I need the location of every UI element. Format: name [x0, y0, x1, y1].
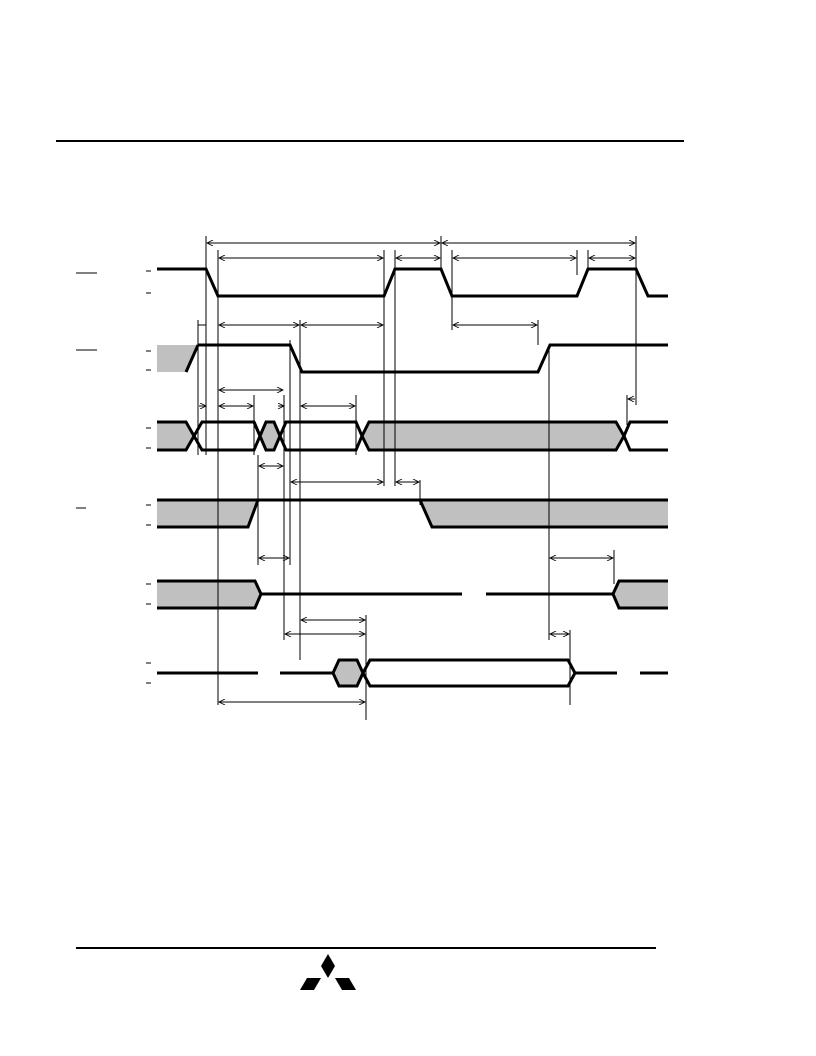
signal-3-bus-mid — [252, 420, 364, 452]
shaded-regions — [157, 345, 668, 686]
dimension-arrows — [198, 243, 635, 702]
signal-6-shade — [333, 660, 363, 686]
signal-1-wave — [157, 267, 668, 298]
signal-3-bus-long-b — [360, 420, 668, 452]
signal-3-bus-long — [360, 420, 668, 452]
signal-4-wave-fall — [418, 499, 668, 529]
signal-4-shade-b — [420, 500, 668, 527]
signal-5-wave-b — [611, 579, 668, 610]
signal-5-shade-a — [157, 581, 261, 608]
signal-6-wave-valid — [361, 658, 577, 688]
signal-3-shade-a — [157, 422, 194, 450]
level-ticks — [146, 270, 151, 684]
signal-label-marks — [76, 272, 97, 509]
signal-4-wave-low — [157, 499, 260, 529]
waveforms — [157, 267, 668, 688]
signal-2-wave-edge — [184, 344, 200, 373]
signal-3-shade-c — [361, 422, 624, 450]
signal-5-shade-b — [613, 581, 668, 608]
signal-2-wave — [198, 343, 668, 374]
signal-3-shade-b — [260, 422, 280, 450]
three-diamond-logo-icon — [300, 954, 356, 990]
signal-4-shade-a — [157, 500, 258, 527]
reference-lines — [197, 236, 637, 720]
